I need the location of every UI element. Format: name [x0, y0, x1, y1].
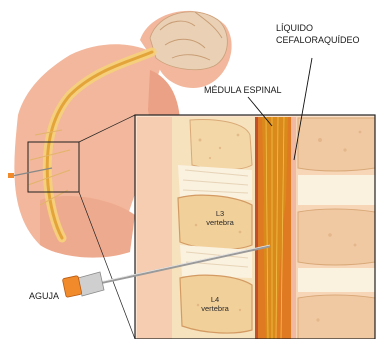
csf-label-line1: LÍQUIDO	[276, 23, 313, 33]
l4-label-line1: L4	[195, 296, 235, 304]
detail-panel	[135, 115, 375, 339]
spinal-cord-label: MÉDULA ESPINAL	[204, 85, 282, 95]
l3-label-line2: vertebra	[200, 219, 240, 227]
l4-label-line2: vertebra	[195, 305, 235, 313]
csf-label-line2: CEFALORAQUÍDEO	[276, 35, 360, 45]
needle-label: AGUJA	[29, 291, 59, 301]
l3-label-line1: L3	[200, 210, 240, 218]
